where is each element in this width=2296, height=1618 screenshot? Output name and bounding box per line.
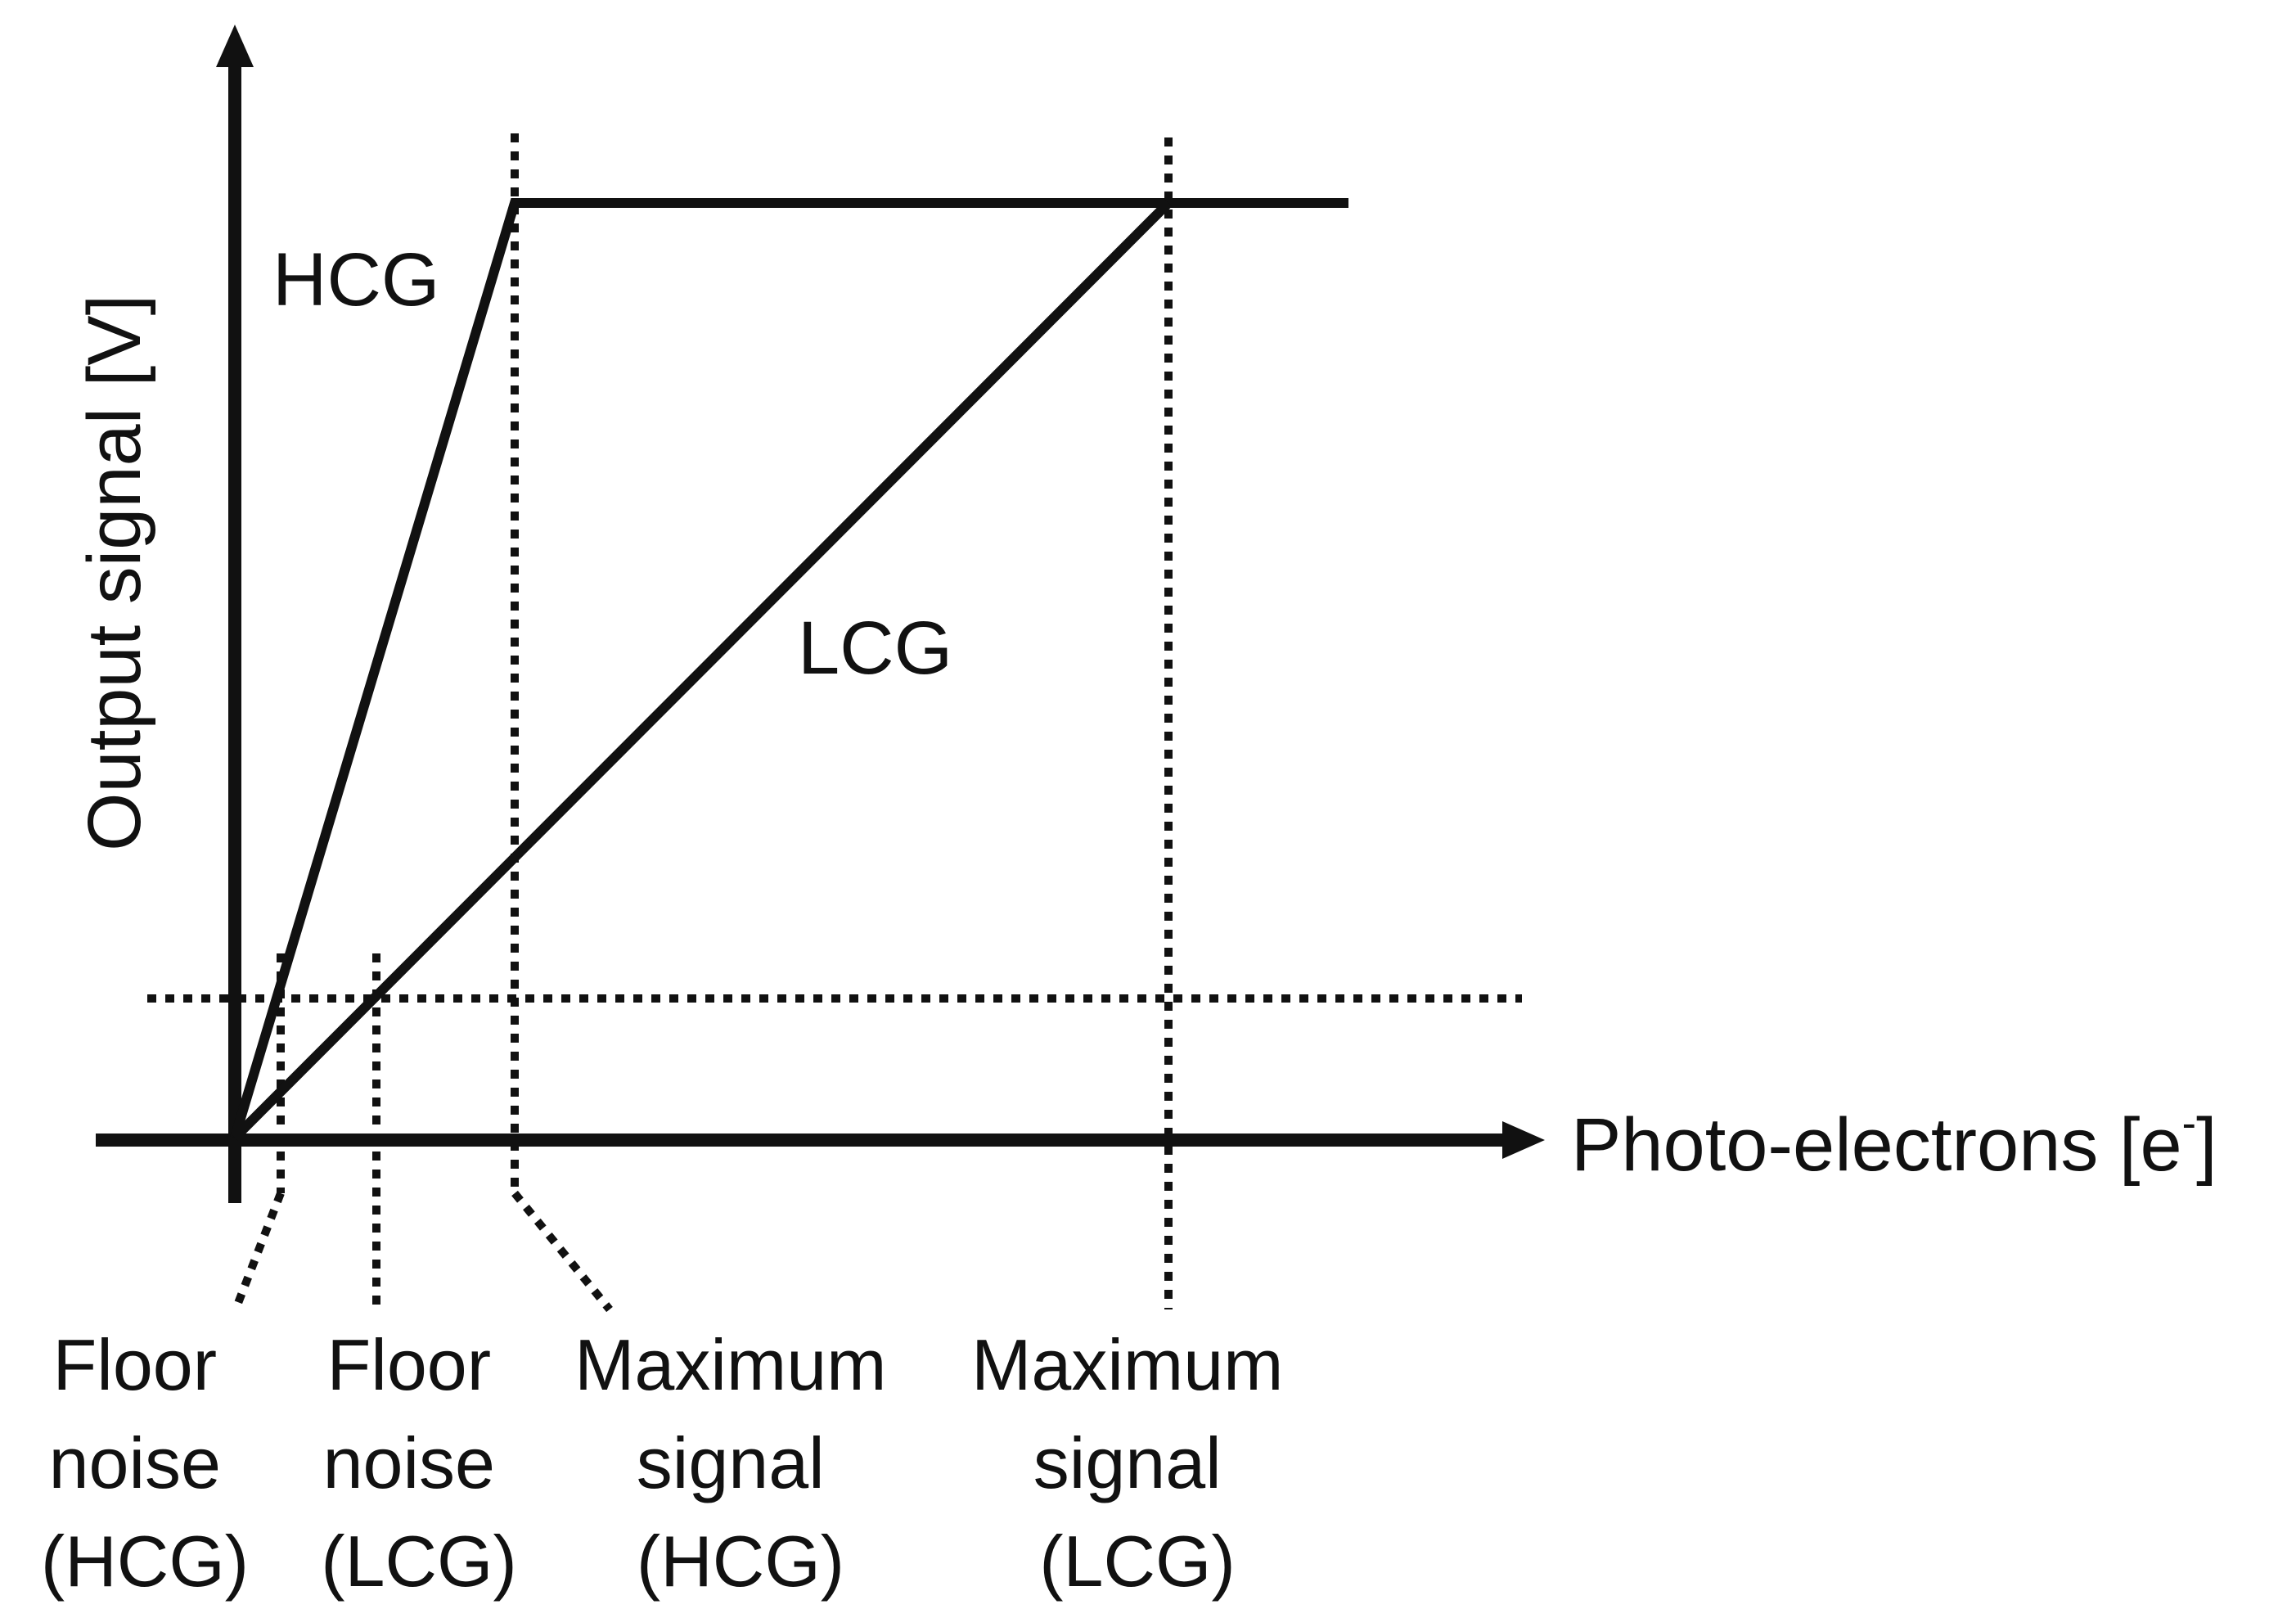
y-axis-label: Output signal [V] (73, 295, 156, 851)
x-axis-arrowhead (1502, 1121, 1545, 1159)
x-axis-label-close: ] (2196, 1103, 2217, 1187)
maximum-signal-hcg-line-2: signal (637, 1422, 825, 1503)
maximum-signal-hcg-line-1: Maximum (574, 1324, 886, 1405)
maximum-signal-lcg-line-1: Maximum (971, 1324, 1283, 1405)
floor-noise-hcg-label: Floor noise (HCG) (41, 1324, 249, 1602)
x-axis-label-main: Photo-electrons [e (1571, 1103, 2182, 1187)
hcg-response-curve (230, 198, 1348, 1139)
x-axis-label: Photo-electrons [e-] (1571, 1100, 2217, 1187)
lcg-curve-label: LCG (798, 606, 952, 690)
floor-noise-hcg-line-2: noise (49, 1422, 221, 1503)
maximum-signal-lcg-line-2: signal (1033, 1422, 1222, 1503)
maximum-signal-hcg-line-3: (HCG) (637, 1521, 844, 1602)
hcg-curve-label: HCG (272, 238, 439, 322)
floor-noise-hcg-line-3: (HCG) (41, 1521, 249, 1602)
floor-noise-lcg-line-1: Floor (327, 1324, 492, 1405)
floor-noise-lcg-line-2: noise (323, 1422, 495, 1503)
maximum-signal-hcg-leader (511, 1190, 613, 1313)
maximum-signal-hcg-label: Maximum signal (HCG) (574, 1324, 907, 1602)
y-axis-arrowhead (216, 25, 254, 67)
maximum-signal-lcg-line-3: (LCG) (1039, 1521, 1236, 1602)
floor-noise-hcg-line-1: Floor (53, 1324, 218, 1405)
axes (96, 25, 1545, 1203)
floor-noise-lcg-line-3: (LCG) (321, 1521, 517, 1602)
lcg-response-curve (231, 199, 1173, 1142)
floor-noise-hcg-leader (232, 1192, 285, 1311)
maximum-signal-lcg-label: Maximum signal (LCG) (971, 1324, 1303, 1602)
floor-noise-lcg-label: Floor noise (LCG) (321, 1324, 517, 1602)
response-curves (230, 198, 1348, 1142)
x-axis-label-superscript: - (2182, 1100, 2196, 1147)
